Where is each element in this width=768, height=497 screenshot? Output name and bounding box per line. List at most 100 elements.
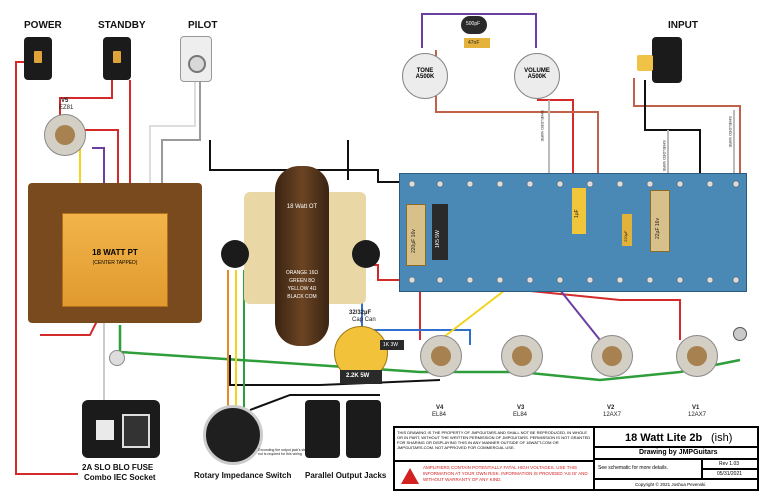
output-jack-2[interactable] <box>346 400 381 458</box>
board-cap-small: 220µF <box>622 214 632 246</box>
wire-input-red <box>633 78 741 180</box>
input-label: INPUT <box>668 20 698 31</box>
standby-switch[interactable] <box>103 37 131 80</box>
fuse-holder-top <box>109 350 125 366</box>
wire-gray-pilot <box>161 80 201 184</box>
standby-switch-terminal <box>113 51 121 63</box>
turret-grid <box>408 180 740 284</box>
wire-purple-v5 <box>92 147 105 184</box>
wire-white-pilot <box>149 80 196 184</box>
shielded-wire-label-2: SHIELDED WIRE <box>662 140 667 172</box>
ground-lug <box>733 327 747 341</box>
see-schematic: See schematic for more details. <box>598 465 669 471</box>
v3-socket-center <box>512 346 532 366</box>
date-cell: 05/31/2021 <box>702 469 758 479</box>
v2-type: 12AX7 <box>603 412 622 418</box>
v5-socket <box>44 114 86 156</box>
v2-socket <box>591 335 633 377</box>
top-capacitor: 500pF <box>461 16 487 34</box>
tone-pot-label: TONE <box>416 68 434 74</box>
turret-board: 220µF 16v 1K5 5W 1µF 22µF 16v 220µF <box>399 173 747 292</box>
disclaimer-cell: THIS DRAWING IS THE PROPERTY OF JMPGUITA… <box>394 427 594 461</box>
board-res-1k5-label: 1K5 5W <box>435 230 441 248</box>
shielded-wire-label-3: SHIELDED WIRE <box>728 116 733 148</box>
volume-pot-label: VOLUME <box>524 68 550 74</box>
ot-color-orange: ORANGE 16Ω <box>285 270 319 276</box>
v1-label: V1 <box>692 405 700 411</box>
output-jack-1[interactable] <box>305 400 340 458</box>
revision: Rev 1.03 <box>719 461 740 467</box>
disclaimer-text: THIS DRAWING IS THE PROPERTY OF JMPGUITA… <box>397 430 591 450</box>
iec-socket <box>82 400 160 458</box>
v4-socket-center <box>431 346 451 366</box>
title-block: THIS DRAWING IS THE PROPERTY OF JMPGUITA… <box>393 426 759 491</box>
board-res-1k5: 1K5 5W <box>432 204 448 260</box>
wire-black-top <box>209 140 399 183</box>
v4-type: EL84 <box>432 412 447 418</box>
pilot-label: PILOT <box>188 20 218 31</box>
ot-color-black: BLACK COM <box>287 294 317 300</box>
power-label: POWER <box>24 20 62 31</box>
shielded-wire-label-1: SHIELDED WIRE <box>540 110 545 142</box>
resistor-1k-label: 1K 3W <box>383 342 399 348</box>
warning-cell: AMPLIFIERS CONTAIN POTENTIALLY FATAL HIG… <box>394 461 594 490</box>
v1-socket-center <box>687 346 707 366</box>
ot-color-yellow: YELLOW 4Ω <box>287 286 317 292</box>
ot-grommet-left <box>221 240 249 268</box>
volume-pot-value: A500K <box>527 74 547 80</box>
tone-pot[interactable]: TONE A500K <box>402 53 448 99</box>
rotary-label: Rotary Impedance Switch <box>194 471 292 480</box>
date: 05/31/2021 <box>717 471 743 477</box>
v1-type: 12AX7 <box>688 412 707 418</box>
warning-icon <box>401 468 419 484</box>
board-cap-1uf-label: 1µF <box>574 209 580 218</box>
iec-socket-inlet <box>122 414 150 448</box>
can-cap-sub: Cap Can <box>352 317 376 323</box>
tone-pot-value: A500K <box>415 74 435 80</box>
power-switch-terminal <box>34 51 42 63</box>
output-transformer: 18 Watt OT ORANGE 16Ω GREEN 8Ω YELLOW 4Ω… <box>275 166 329 346</box>
rotary-note: Grounding the output jack's sleeve to th… <box>258 448 330 456</box>
parallel-label: Parallel Output Jacks <box>305 471 387 480</box>
wire-black-jacks <box>249 394 380 411</box>
wire-red-board <box>469 284 681 340</box>
wire-purple-board <box>559 289 601 341</box>
power-switch[interactable] <box>24 37 52 80</box>
board-cap-small-label: 220µF <box>623 230 628 242</box>
rotary-switch[interactable] <box>203 405 263 465</box>
v5-type: EZ81 <box>59 105 74 111</box>
tone-capacitor-label: 47nF <box>468 40 480 46</box>
title-cell: 18 Watt Lite 2b (ish) <box>594 427 758 447</box>
board-cap-220uf-label: 220µF 16v <box>411 229 417 253</box>
fuse-sub-label: Combo IEC Socket <box>84 473 156 482</box>
input-jack[interactable] <box>652 37 682 83</box>
v3-socket <box>501 335 543 377</box>
volume-pot[interactable]: VOLUME A500K <box>514 53 560 99</box>
v4-label: V4 <box>436 405 444 411</box>
pilot-lamp <box>180 36 212 82</box>
ot-grommet-right <box>352 240 380 268</box>
warning-text: AMPLIFIERS CONTAIN POTENTIALLY FATAL HIG… <box>423 465 588 482</box>
wire-yellow-v4 <box>439 289 506 341</box>
copyright-cell: Copyright © 2021 Joshua Pevenski <box>594 479 758 490</box>
v1-socket <box>676 335 718 377</box>
fuse-label: 2A SLO BLO FUSE <box>82 463 154 472</box>
ot-title: 18 Watt OT <box>286 204 318 210</box>
rev-cell: Rev 1.03 <box>702 459 758 469</box>
drawing-by: Drawing by JMPGuitars <box>639 449 718 456</box>
diagram-title: 18 Watt Lite 2b <box>625 432 703 444</box>
ot-color-green: GREEN 8Ω <box>289 278 315 284</box>
board-cap-22uf: 22µF 16v <box>650 190 670 252</box>
can-cap-label: 32/32µF <box>349 310 372 316</box>
v2-label: V2 <box>607 405 615 411</box>
wire-red-v5 <box>70 129 119 184</box>
board-cap-1uf: 1µF <box>572 188 586 234</box>
drawing-by-cell: Drawing by JMPGuitars <box>594 447 758 459</box>
v2-socket-center <box>602 346 622 366</box>
wire-purple-tone <box>421 13 537 48</box>
resistor-2k2-label: 2.2K 5W <box>346 373 370 379</box>
standby-label: STANDBY <box>98 20 146 31</box>
schematic-cell: See schematic for more details. <box>594 459 702 479</box>
pt-title: 18 WATT PT <box>92 248 138 257</box>
top-capacitor-label: 500pF <box>466 21 481 27</box>
